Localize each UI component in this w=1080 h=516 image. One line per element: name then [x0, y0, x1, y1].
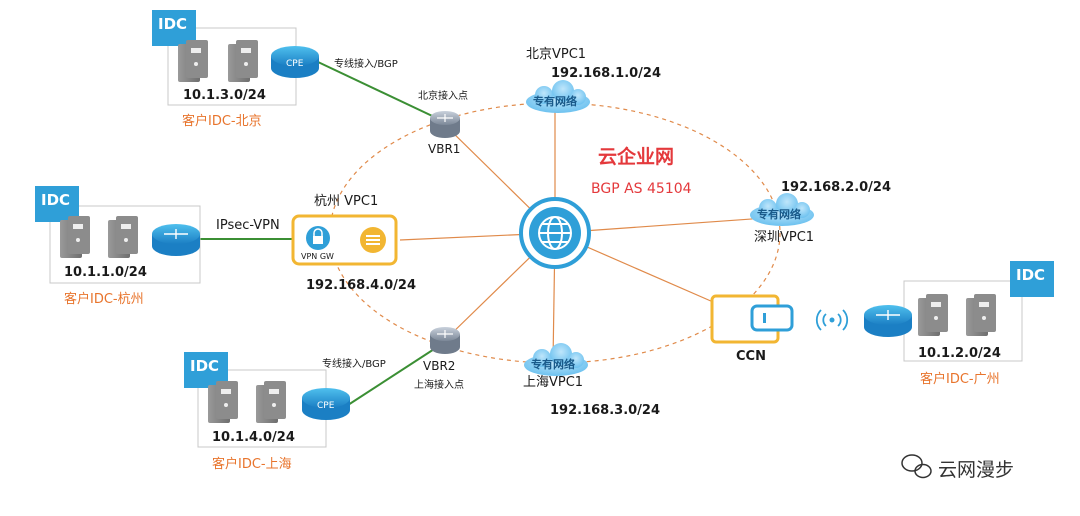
idc-beijing: IDC 10.1.3.0/24 客户IDC-北京 CPE 专线接入/BGP 北京…	[152, 10, 468, 156]
wireless-icon	[815, 309, 849, 331]
idc-shanghai: IDC 10.1.4.0/24 客户IDC-上海 CPE 专线接入/BGP	[184, 327, 464, 472]
server-icon	[60, 216, 90, 258]
vpn-gateway-icon[interactable]	[306, 226, 330, 250]
wechat-icon	[901, 454, 932, 479]
server-icon	[178, 40, 208, 82]
vpc-cidr: 192.168.4.0/24	[306, 278, 416, 293]
vpc-cloud-icon	[360, 227, 386, 253]
idc-guangzhou: IDC 10.1.2.0/24 客户IDC-广州	[864, 261, 1054, 387]
vpc-shanghai: 专有网络 上海VPC1 192.168.3.0/24	[523, 343, 660, 418]
ccn-node[interactable]: CCN	[710, 294, 794, 364]
svg-text:CPE: CPE	[286, 59, 304, 69]
idc-hangzhou: IDC 10.1.1.0/24 客户IDC-杭州 IPsec-VPN 杭州 VP…	[35, 186, 416, 307]
vpc-cloud-icon[interactable]: 专有网络	[750, 193, 814, 226]
idc-logo: IDC	[35, 186, 79, 222]
link-label: 专线接入/BGP	[322, 357, 386, 370]
globe-icon	[538, 216, 572, 250]
hangzhou-vpc-box[interactable]: VPN GW	[291, 214, 398, 266]
vpc-cloud-icon[interactable]: 专有网络	[526, 80, 590, 113]
idc-label: 客户IDC-北京	[182, 113, 262, 129]
vpc-cloud-icon[interactable]: 专有网络	[524, 343, 588, 376]
svg-text:IDC: IDC	[1016, 266, 1045, 284]
watermark-text: 云网漫步	[938, 459, 1014, 481]
vpc-name: 杭州 VPC1	[314, 194, 378, 209]
vpc-name: 上海VPC1	[523, 375, 583, 390]
cpe-router-icon[interactable]: CPE	[302, 388, 350, 420]
vpc-shenzhen: 192.168.2.0/24 专有网络 深圳VPC1	[750, 180, 891, 245]
svg-text:专有网络: 专有网络	[757, 207, 801, 221]
vbr-router-icon[interactable]	[430, 327, 460, 354]
idc-subnet: 10.1.3.0/24	[183, 88, 266, 103]
customer-router-icon[interactable]	[152, 224, 200, 256]
server-icon	[966, 294, 996, 336]
vbr-label: VBR2	[423, 359, 455, 373]
access-point-label: 北京接入点	[418, 89, 468, 102]
idc-label: 客户IDC-上海	[212, 456, 292, 472]
server-icon	[228, 40, 258, 82]
svg-text:IDC: IDC	[41, 191, 70, 209]
ccn-icon	[750, 304, 794, 332]
green-links	[200, 61, 446, 406]
vpc-cidr: 192.168.3.0/24	[550, 403, 660, 418]
idc-logo: IDC	[1010, 261, 1054, 297]
svg-text:IDC: IDC	[190, 357, 219, 375]
vbr-router-icon[interactable]	[430, 111, 460, 138]
idc-subnet: 10.1.2.0/24	[918, 346, 1001, 361]
cen-hub[interactable]	[519, 197, 591, 269]
svg-text:IDC: IDC	[158, 15, 187, 33]
vpc-cidr: 192.168.2.0/24	[781, 180, 891, 195]
access-point-label: 上海接入点	[414, 378, 464, 391]
watermark: 云网漫步	[901, 454, 1014, 481]
vpc-name: 北京VPC1	[526, 47, 586, 62]
vbr-label: VBR1	[428, 142, 460, 156]
vpc-beijing: 北京VPC1 192.168.1.0/24 专有网络	[526, 47, 661, 113]
vpn-gw-label: VPN GW	[301, 252, 334, 261]
idc-subnet: 10.1.1.0/24	[64, 265, 147, 280]
hub-title: 云企业网	[598, 145, 674, 168]
hub-subtitle: BGP AS 45104	[591, 181, 692, 197]
link-label: 专线接入/BGP	[334, 57, 398, 70]
server-icon	[918, 294, 948, 336]
svg-text:CPE: CPE	[317, 401, 335, 411]
vpc-name: 深圳VPC1	[754, 230, 814, 245]
server-icon	[256, 381, 286, 423]
server-icon	[108, 216, 138, 258]
idc-subnet: 10.1.4.0/24	[212, 430, 295, 445]
ccn-label: CCN	[736, 349, 766, 364]
idc-logo: IDC	[152, 10, 196, 46]
svg-text:专有网络: 专有网络	[533, 94, 577, 108]
cpe-router-icon[interactable]: CPE	[271, 46, 319, 78]
server-icon	[208, 381, 238, 423]
idc-label: 客户IDC-广州	[920, 371, 1000, 387]
link-label: IPsec-VPN	[216, 218, 280, 233]
svg-text:专有网络: 专有网络	[531, 357, 575, 371]
customer-router-icon[interactable]	[864, 305, 912, 337]
idc-label: 客户IDC-杭州	[64, 291, 144, 307]
vpc-cidr: 192.168.1.0/24	[551, 66, 661, 81]
